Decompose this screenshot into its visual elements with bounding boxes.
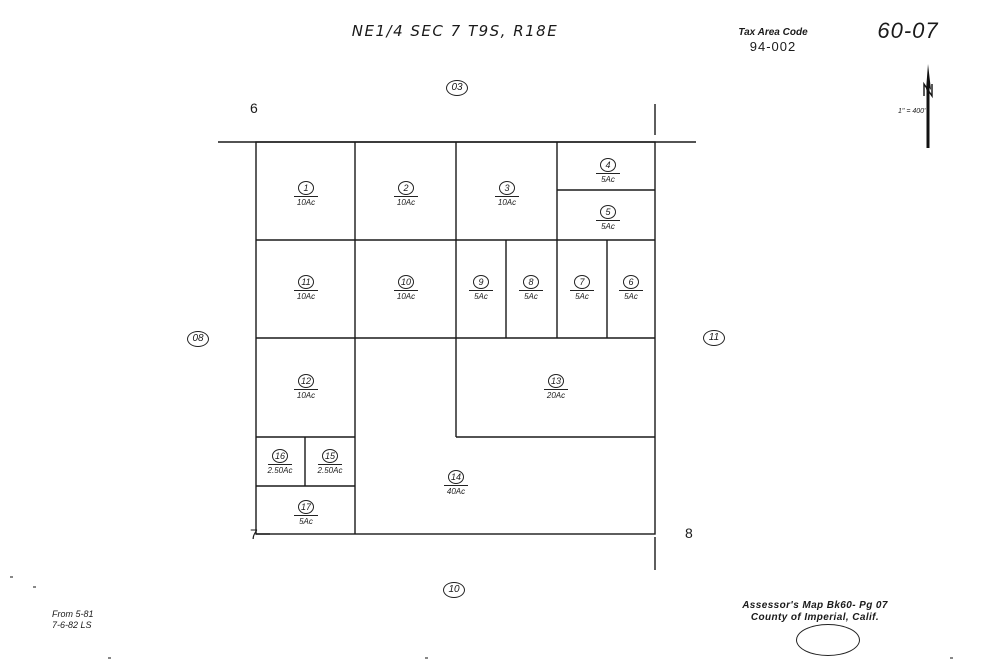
parcel-number: 13 [548, 374, 564, 388]
parcel-acreage: 5Ac [524, 292, 538, 301]
parcel-15[interactable]: 15 2.50Ac [300, 449, 360, 475]
tax-area-code-label: Tax Area Code [738, 27, 808, 38]
parcel-12[interactable]: 12 10Ac [276, 374, 336, 400]
parcel-acreage: 10Ac [396, 198, 416, 207]
parcel-number: 2 [398, 181, 414, 195]
history-line-1: From 5-81 [52, 609, 94, 619]
parcel-acreage: 10Ac [296, 391, 316, 400]
map-scale: 1" = 400' [898, 108, 926, 115]
parcel-acreage: 5Ac [601, 175, 615, 184]
parcel-acreage: 10Ac [296, 198, 316, 207]
north-arrow-icon [923, 64, 933, 148]
tax-area-code: 94-002 [749, 39, 797, 54]
map-reference: Assessor's Map Bk60- Pg 07 County of Imp… [720, 600, 910, 624]
adjacent-page-east: 11 [703, 330, 725, 346]
adjacent-page-south: 10 [443, 582, 465, 598]
parcel-11[interactable]: 11 10Ac [276, 275, 336, 301]
parcel-10[interactable]: 10 10Ac [376, 275, 436, 301]
parcel-number: 4 [600, 158, 616, 172]
parcel-number: 10 [398, 275, 414, 289]
parcel-acreage: 20Ac [546, 391, 566, 400]
parcel-number: 8 [523, 275, 539, 289]
parcel-number: 14 [448, 470, 464, 484]
map-ref-line-2: County of Imperial, Calif. [750, 612, 880, 623]
parcel-number: 1 [298, 181, 314, 195]
map-title: NE1/4 SEC 7 T9S, R18E [351, 22, 559, 40]
parcel-acreage: 5Ac [474, 292, 488, 301]
parcel-1[interactable]: 1 10Ac [276, 181, 336, 207]
parcel-number: 17 [298, 500, 314, 514]
parcel-3[interactable]: 3 10Ac [477, 181, 537, 207]
parcel-acreage: 2.50Ac [267, 466, 293, 475]
stamp-oval [796, 624, 860, 656]
corner-sw: 7 [250, 526, 258, 542]
parcel-number: 11 [298, 275, 314, 289]
parcel-acreage: 10Ac [296, 292, 316, 301]
parcel-number: 7 [574, 275, 590, 289]
adjacent-page-west: 08 [187, 331, 209, 347]
parcel-13[interactable]: 13 20Ac [526, 374, 586, 400]
map-ref-line-1: Assessor's Map Bk60- Pg 07 [742, 600, 888, 611]
parcel-acreage: 10Ac [497, 198, 517, 207]
parcel-acreage: 40Ac [446, 487, 466, 496]
corner-nw: 6 [250, 100, 258, 116]
adjacent-page-north: 03 [446, 80, 468, 96]
history-line-2: 7-6-82 LS [52, 620, 92, 630]
parcel-acreage: 5Ac [575, 292, 589, 301]
parcel-16[interactable]: 16 2.50Ac [250, 449, 310, 475]
parcel-number: 3 [499, 181, 515, 195]
parcel-14[interactable]: 14 40Ac [426, 470, 486, 496]
revision-history: From 5-81 7-6-82 LS [52, 609, 94, 631]
parcel-number: 12 [298, 374, 314, 388]
page-number: 60-07 [877, 18, 939, 43]
parcel-number: 15 [322, 449, 338, 463]
parcel-2[interactable]: 2 10Ac [376, 181, 436, 207]
parcel-acreage: 10Ac [396, 292, 416, 301]
parcel-acreage: 5Ac [299, 517, 313, 526]
parcel-number: 9 [473, 275, 489, 289]
parcel-number: 5 [600, 205, 616, 219]
parcel-acreage: 2.50Ac [317, 466, 343, 475]
parcel-number: 16 [272, 449, 288, 463]
parcel-acreage: 5Ac [624, 292, 638, 301]
parcel-number: 6 [623, 275, 639, 289]
parcel-acreage: 5Ac [601, 222, 615, 231]
corner-se: 8 [685, 525, 693, 541]
